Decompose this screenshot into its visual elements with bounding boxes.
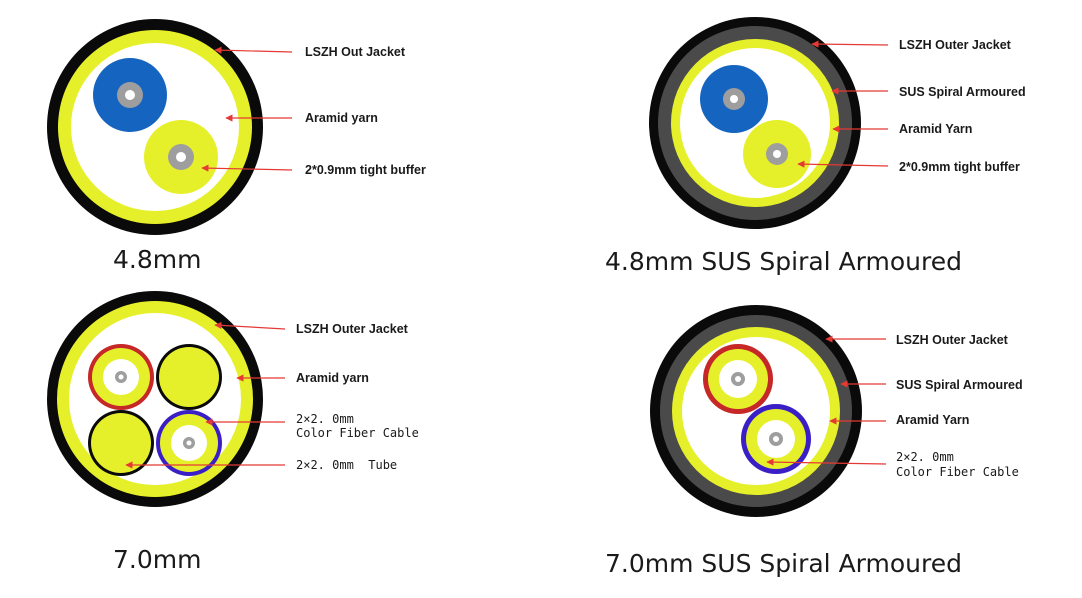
label-fiber-line1: 2×2. 0mm bbox=[896, 450, 954, 464]
label-jacket: LSZH Out Jacket bbox=[305, 45, 406, 59]
label-aramid: Aramid yarn bbox=[296, 371, 369, 385]
panel-4-8mm-armoured: LSZH Outer Jacket SUS Spiral Armoured Ar… bbox=[605, 17, 1026, 276]
label-fiber-line2: Color Fiber Cable bbox=[296, 426, 419, 440]
tube-bottom-left-fill bbox=[91, 413, 151, 473]
label-tube: 2×2. 0mm Tube bbox=[296, 458, 397, 472]
label-buffer: 2*0.9mm tight buffer bbox=[305, 163, 426, 177]
leader-buffer bbox=[201, 164, 293, 172]
label-armour: SUS Spiral Armoured bbox=[899, 85, 1026, 99]
label-fiber-line2: Color Fiber Cable bbox=[896, 465, 1019, 479]
fiber-core-center bbox=[773, 436, 779, 442]
label-jacket: LSZH Outer Jacket bbox=[899, 38, 1012, 52]
label-armour: SUS Spiral Armoured bbox=[896, 378, 1023, 392]
caption-4-8mm-armoured: 4.8mm SUS Spiral Armoured bbox=[605, 247, 962, 276]
fiber-core-center bbox=[176, 152, 186, 162]
caption-7-0mm-armoured: 7.0mm SUS Spiral Armoured bbox=[605, 549, 962, 578]
label-jacket: LSZH Outer Jacket bbox=[896, 333, 1009, 347]
leader-jacket bbox=[214, 321, 286, 330]
fiber-core-center bbox=[730, 95, 738, 103]
panel-7-0mm-armoured: LSZH Outer Jacket SUS Spiral Armoured Ar… bbox=[605, 305, 1023, 578]
tube-top-right-fill bbox=[159, 347, 219, 407]
label-aramid: Aramid Yarn bbox=[896, 413, 969, 427]
caption-7-0mm: 7.0mm bbox=[113, 545, 201, 574]
label-fiber-line1: 2×2. 0mm bbox=[296, 412, 354, 426]
leader-buffer bbox=[797, 160, 889, 168]
label-aramid: Aramid yarn bbox=[305, 111, 378, 125]
panel-7-0mm: LSZH Outer Jacket Aramid yarn 2×2. 0mm C… bbox=[47, 291, 419, 574]
fiber-core-center bbox=[735, 376, 741, 382]
caption-4-8mm: 4.8mm bbox=[113, 245, 201, 274]
fiber-core-center bbox=[125, 90, 135, 100]
fiber-core-center bbox=[118, 374, 124, 380]
panel-4-8mm: LSZH Out Jacket Aramid yarn 2*0.9mm tigh… bbox=[47, 19, 426, 274]
label-aramid: Aramid Yarn bbox=[899, 122, 972, 136]
leader-fiber bbox=[766, 458, 887, 466]
leader-jacket bbox=[811, 40, 889, 48]
label-buffer: 2*0.9mm tight buffer bbox=[899, 160, 1020, 174]
fiber-core-center bbox=[773, 150, 781, 158]
label-jacket: LSZH Outer Jacket bbox=[296, 322, 409, 336]
fiber-core-center bbox=[186, 440, 192, 446]
leader-jacket bbox=[214, 46, 293, 54]
